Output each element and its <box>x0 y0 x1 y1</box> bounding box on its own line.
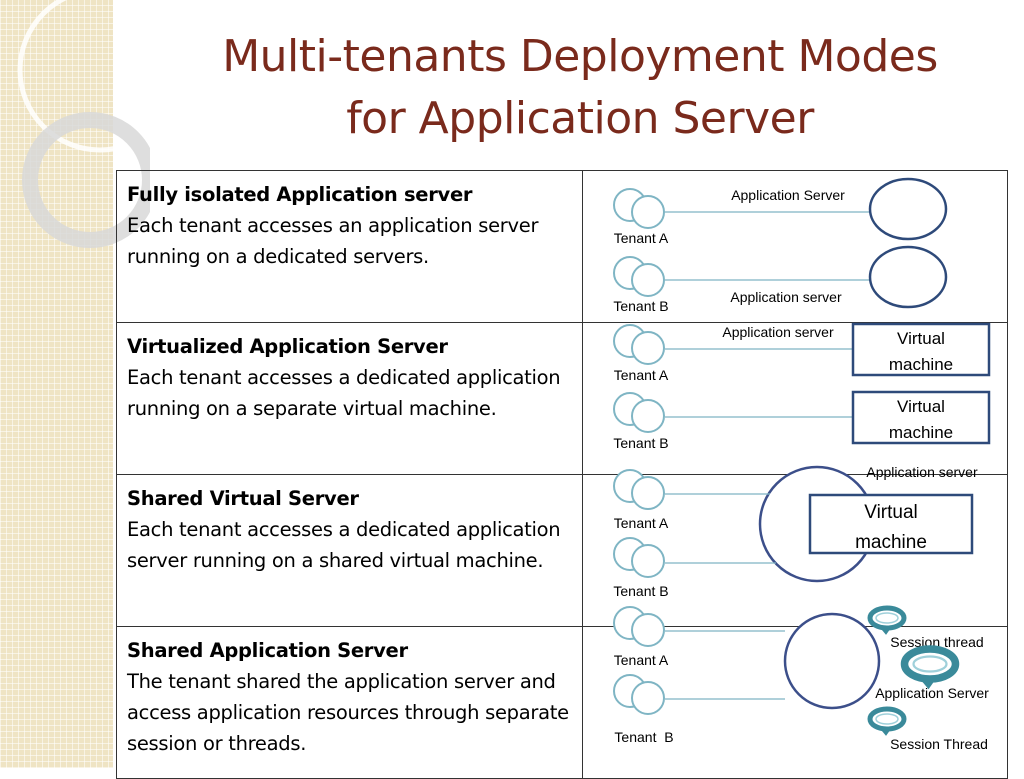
figure-cell-shared-virtual <box>582 474 1008 627</box>
desc-cell-shared-virtual: Shared Virtual Server Each tenant access… <box>116 474 583 627</box>
table-row-shared-application: Shared Application Server The tenant sha… <box>116 626 1008 779</box>
table-row-fully-isolated: Fully isolated Application server Each t… <box>116 170 1008 323</box>
figure-cell-shared-application <box>582 626 1008 779</box>
figure-cell-virtualized <box>582 322 1008 475</box>
mode-heading: Shared Application Server <box>127 639 408 662</box>
mode-description: Each tenant accesses an application serv… <box>127 214 539 268</box>
slide-title: Multi-tenants Deployment Modes for Appli… <box>150 26 1010 150</box>
table-row-shared-virtual: Shared Virtual Server Each tenant access… <box>116 474 1008 627</box>
mode-description: Each tenant accesses a dedicated applica… <box>127 518 561 572</box>
figure-cell-fully-isolated <box>582 170 1008 323</box>
mode-heading: Shared Virtual Server <box>127 487 359 510</box>
mode-description: The tenant shared the application server… <box>127 670 569 755</box>
mode-heading: Fully isolated Application server <box>127 183 473 206</box>
title-line-2: for Application Server <box>346 93 814 144</box>
mode-heading: Virtualized Application Server <box>127 335 448 358</box>
table-row-virtualized: Virtualized Application Server Each tena… <box>116 322 1008 475</box>
desc-cell-fully-isolated: Fully isolated Application server Each t… <box>116 170 583 323</box>
mode-description: Each tenant accesses a dedicated applica… <box>127 366 561 420</box>
desc-cell-shared-application: Shared Application Server The tenant sha… <box>116 626 583 779</box>
decorative-rings <box>17 0 150 248</box>
desc-cell-virtualized: Virtualized Application Server Each tena… <box>116 322 583 475</box>
deployment-modes-table: Fully isolated Application server Each t… <box>116 170 1008 779</box>
title-line-1: Multi-tenants Deployment Modes <box>222 31 938 82</box>
